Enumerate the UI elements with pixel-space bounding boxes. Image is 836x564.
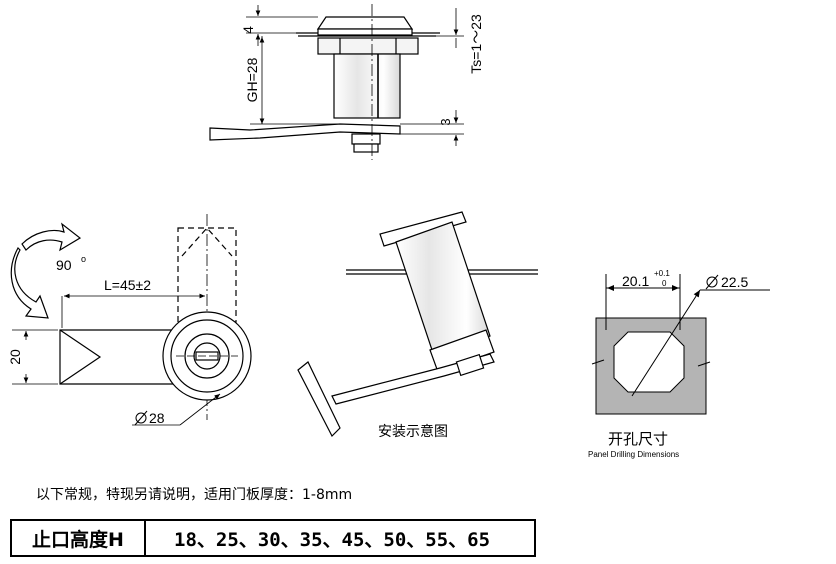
key-slot <box>195 351 219 361</box>
install-caption: 安装示意图 <box>378 423 448 439</box>
install-handle <box>297 361 341 438</box>
install-body <box>395 221 491 357</box>
spec-table: 止口高度H 18、25、30、35、45、50、55、65 <box>10 519 536 557</box>
panel-dim-width: 20.1 <box>622 273 649 289</box>
rotation-label: 90 <box>56 257 72 273</box>
dim-height-label: 20 <box>7 349 23 365</box>
dim-length-label: L=45±2 <box>104 277 151 293</box>
diameter-leader <box>631 289 701 397</box>
dim-diameter-label: 28 <box>149 410 165 426</box>
spec-values: 18、25、30、35、45、50、55、65 <box>144 519 536 557</box>
usage-note: 以下常规，特现另请说明，适用门板厚度：1-8mm <box>36 487 353 503</box>
rotation-arrow <box>10 247 49 319</box>
dim-top-label: 4 <box>240 26 256 34</box>
side-view <box>209 4 464 160</box>
panel-tol-plus: +0.1 <box>654 269 670 278</box>
lock-cap <box>316 16 414 30</box>
install-sketch <box>297 211 538 438</box>
lock-nut <box>317 37 419 55</box>
panel-diameter-symbol <box>705 274 719 290</box>
diameter-symbol <box>134 410 148 426</box>
front-cam <box>59 329 179 385</box>
dim-bottom-label: 3 <box>438 118 453 125</box>
panel-title-cn: 开孔尺寸 <box>608 431 668 448</box>
drill-hole <box>613 331 685 393</box>
panel-tol-zero: 0 <box>662 279 667 288</box>
install-cam <box>331 353 495 405</box>
cam-screw <box>351 133 381 145</box>
spec-header: 止口高度H <box>10 519 146 557</box>
panel-drilling <box>591 274 770 415</box>
cap-flange <box>317 28 413 36</box>
panel-title-en: Panel Drilling Dimensions <box>588 450 679 459</box>
dim-gh-label: GH=28 <box>244 57 260 102</box>
front-view <box>10 214 252 426</box>
rotation-unit: o <box>81 254 86 264</box>
install-cap <box>379 211 467 247</box>
dim-ts-label: Ts=1～23 <box>468 14 484 74</box>
lock-body <box>333 53 401 119</box>
spec-row: 止口高度H 18、25、30、35、45、50、55、65 <box>10 519 536 557</box>
panel-dim-diameter: 22.5 <box>721 274 748 290</box>
